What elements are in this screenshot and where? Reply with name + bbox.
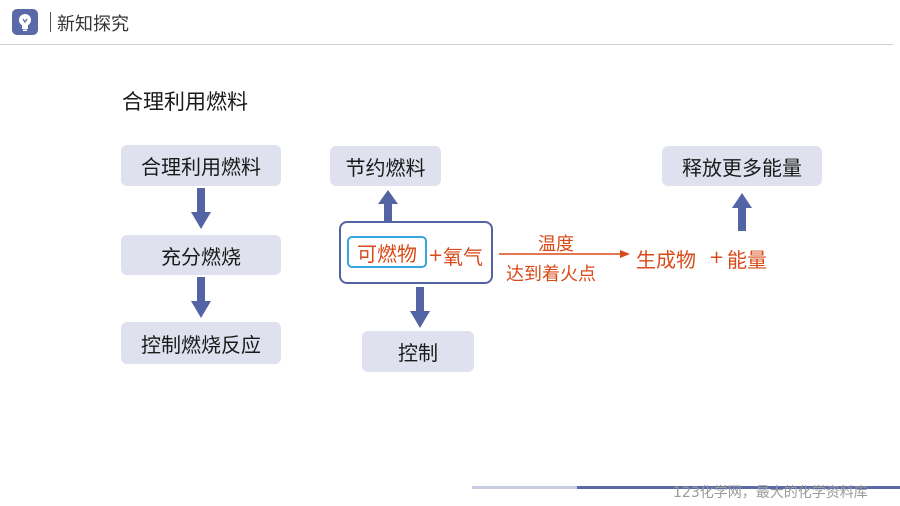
chain-step-label: 控制燃烧反应 [141,332,261,357]
lightbulb-icon [12,9,38,35]
control-box: 控制 [362,331,474,372]
footer-watermark: 123化学网，最大的化学资料库 [673,485,868,501]
chain-step-control-combustion: 控制燃烧反应 [121,322,281,364]
section-title: 合理利用燃料 [122,90,248,114]
control-label: 控制 [398,341,438,365]
header-separator [50,12,51,32]
release-energy-label: 释放更多能量 [682,155,802,180]
reaction-arrow-icon [499,250,630,258]
condition-ignition-point: 达到着火点 [506,264,596,285]
footer-bar-light [472,486,577,489]
combustible-label: 可燃物 [357,241,417,266]
release-energy-box: 释放更多能量 [662,146,822,186]
plus-sign: + [428,245,444,266]
combustible-highlight: 可燃物 [347,236,427,268]
products-label: 生成物 [636,248,696,272]
chain-step-use-fuel: 合理利用燃料 [121,145,281,186]
header: 新知探究 [0,0,900,45]
save-fuel-label: 节约燃料 [345,155,426,180]
header-divider [0,44,893,45]
chain-step-label: 合理利用燃料 [141,155,261,179]
down-arrow-icon [191,277,211,318]
plus-sign: + [709,247,725,268]
chain-step-full-combustion: 充分燃烧 [121,235,281,275]
chain-step-label: 充分燃烧 [161,244,241,269]
condition-temperature: 温度 [538,234,574,255]
page-title: 新知探究 [57,14,129,35]
up-arrow-icon [732,193,752,231]
energy-label: 能量 [727,248,767,272]
up-arrow-icon [378,190,398,222]
reactants-frame [339,221,493,284]
oxygen-label: 氧气 [443,245,483,269]
footer-bar-dark [577,486,900,489]
down-arrow-icon [191,188,211,229]
save-fuel-box: 节约燃料 [330,146,441,186]
down-arrow-icon [410,287,430,328]
